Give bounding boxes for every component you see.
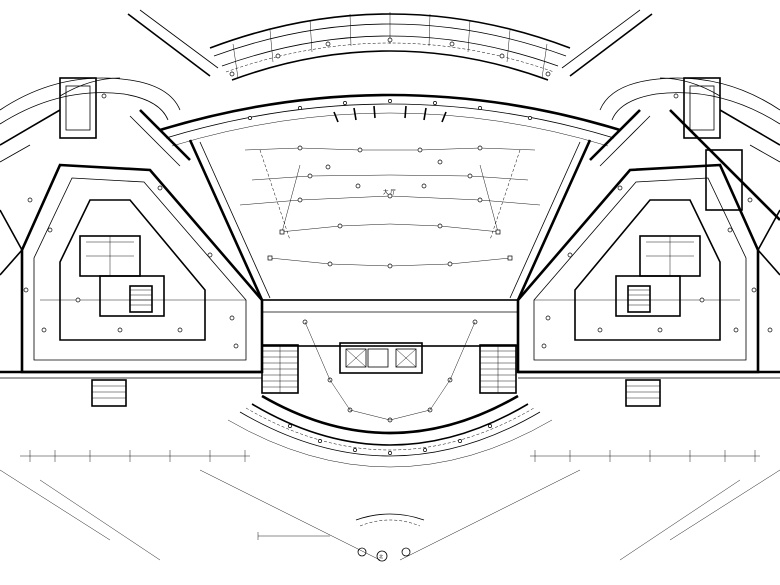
driveway-curves [0,77,780,125]
top-diagonal-walls [127,9,653,77]
hall-lighting-grid: 大 厅 [239,145,541,269]
dimension-lines [0,450,780,561]
top-arc-band [209,12,571,81]
hall-top-wall [159,93,621,147]
bottom-auditorium-arc [227,394,553,468]
right-outer-walls [589,109,780,276]
north-mark: 北 [379,553,383,559]
right-wing [516,77,773,374]
axis-markers: 北 [355,513,425,562]
building-baseline [0,370,780,407]
left-outer-walls [0,109,191,276]
lobby-stairs [261,344,517,394]
hall-label: 大 厅 [383,188,396,196]
hall-side-walls [188,139,592,301]
